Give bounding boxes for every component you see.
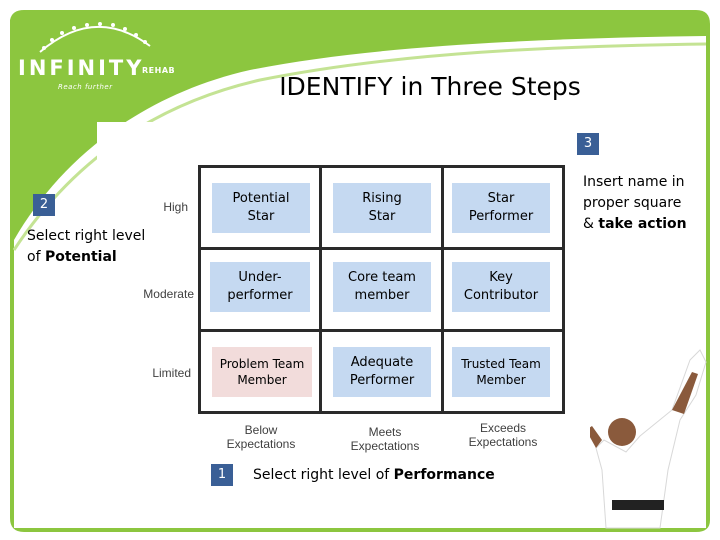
page-title: IDENTIFY in Three Steps [279,72,581,101]
step-3-line-1: Insert name in [583,174,685,190]
step-2-badge: 2 [33,194,55,216]
grid-line-col-1 [319,165,322,414]
grid-line-col-2 [441,165,444,414]
step-3-line-2: proper square [583,195,682,211]
grid-line-right [562,165,565,414]
step-3-badge: 3 [577,133,599,155]
step-1-badge: 1 [211,464,233,486]
potential-level-limited: Limited [152,366,191,380]
step-3-line-3: & take action [583,216,687,232]
grid-line-row-2 [198,329,565,332]
step-2-line-2: of Potential [27,249,117,265]
step-1-note: Select right level of Performance [253,467,495,483]
cell-under-performer[interactable]: Under-performer [210,262,310,312]
athlete-illustration [586,349,707,529]
grid-line-bottom [198,411,565,414]
brand-logo-name: INFINITY [18,56,145,80]
brand-logo-suffix: REHAB [142,66,176,75]
grid-line-top [198,165,565,168]
grid-line-row-1 [198,247,565,250]
step-2-note: Select right level of Potential [27,226,167,268]
performance-level-exceeds: Exceeds Expectations [468,421,538,449]
potential-level-moderate: Moderate [143,287,194,301]
brand-tagline: Reach further [58,83,113,91]
step-2-line-1: Select right level [27,228,146,244]
performance-level-meets: Meets Expectations [350,425,420,453]
performance-level-below: Below Expectations [226,423,296,451]
potential-level-high: High [163,200,188,214]
grid-line-left [198,165,201,414]
step-3-note: Insert name in proper square & take acti… [583,172,715,235]
